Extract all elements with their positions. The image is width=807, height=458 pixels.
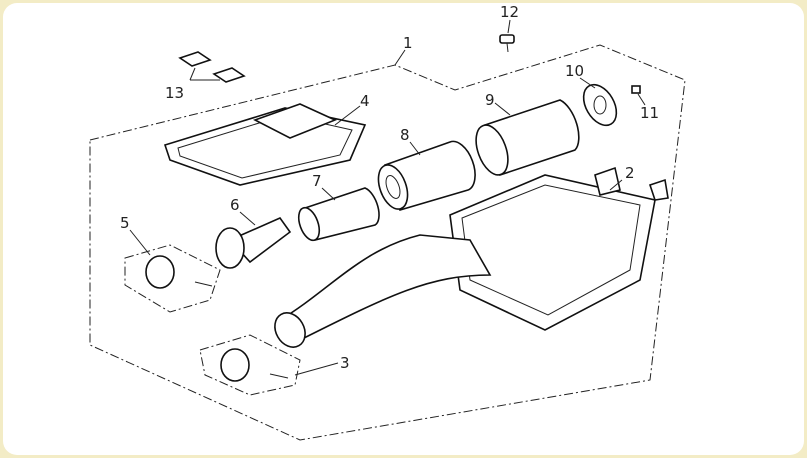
part-7-element xyxy=(297,187,380,242)
part-9-sleeve xyxy=(475,99,580,177)
part-6-funnel xyxy=(215,217,292,269)
part-10-cap xyxy=(582,83,618,127)
callout-7: 7 xyxy=(312,172,322,190)
callout-6: 6 xyxy=(230,196,240,214)
callout-4: 4 xyxy=(360,92,370,110)
intake-tube xyxy=(274,234,492,348)
part-2-housing xyxy=(449,166,669,331)
part-3-clamp xyxy=(220,348,289,382)
callout-2: 2 xyxy=(625,164,635,182)
callout-3: 3 xyxy=(340,354,350,372)
leader-lines xyxy=(129,19,646,376)
callout-5: 5 xyxy=(120,214,130,232)
callout-11: 11 xyxy=(640,104,659,122)
part-12-bolt xyxy=(499,34,515,53)
callout-12: 12 xyxy=(500,3,519,21)
part-5-clamp xyxy=(145,255,213,289)
assembly-outline xyxy=(89,44,686,441)
callout-13: 13 xyxy=(165,84,184,102)
part-5-outline xyxy=(124,244,221,313)
part-4-filter-cover xyxy=(163,103,367,186)
part-3-outline xyxy=(199,334,301,396)
callout-8: 8 xyxy=(400,126,410,144)
callout-9: 9 xyxy=(485,91,495,109)
part-11-screw xyxy=(631,85,641,94)
callout-1: 1 xyxy=(403,34,413,52)
diagram-panel xyxy=(3,3,804,455)
part-8-filter xyxy=(377,140,476,211)
part-13-pads xyxy=(178,51,246,83)
callout-10: 10 xyxy=(565,62,584,80)
